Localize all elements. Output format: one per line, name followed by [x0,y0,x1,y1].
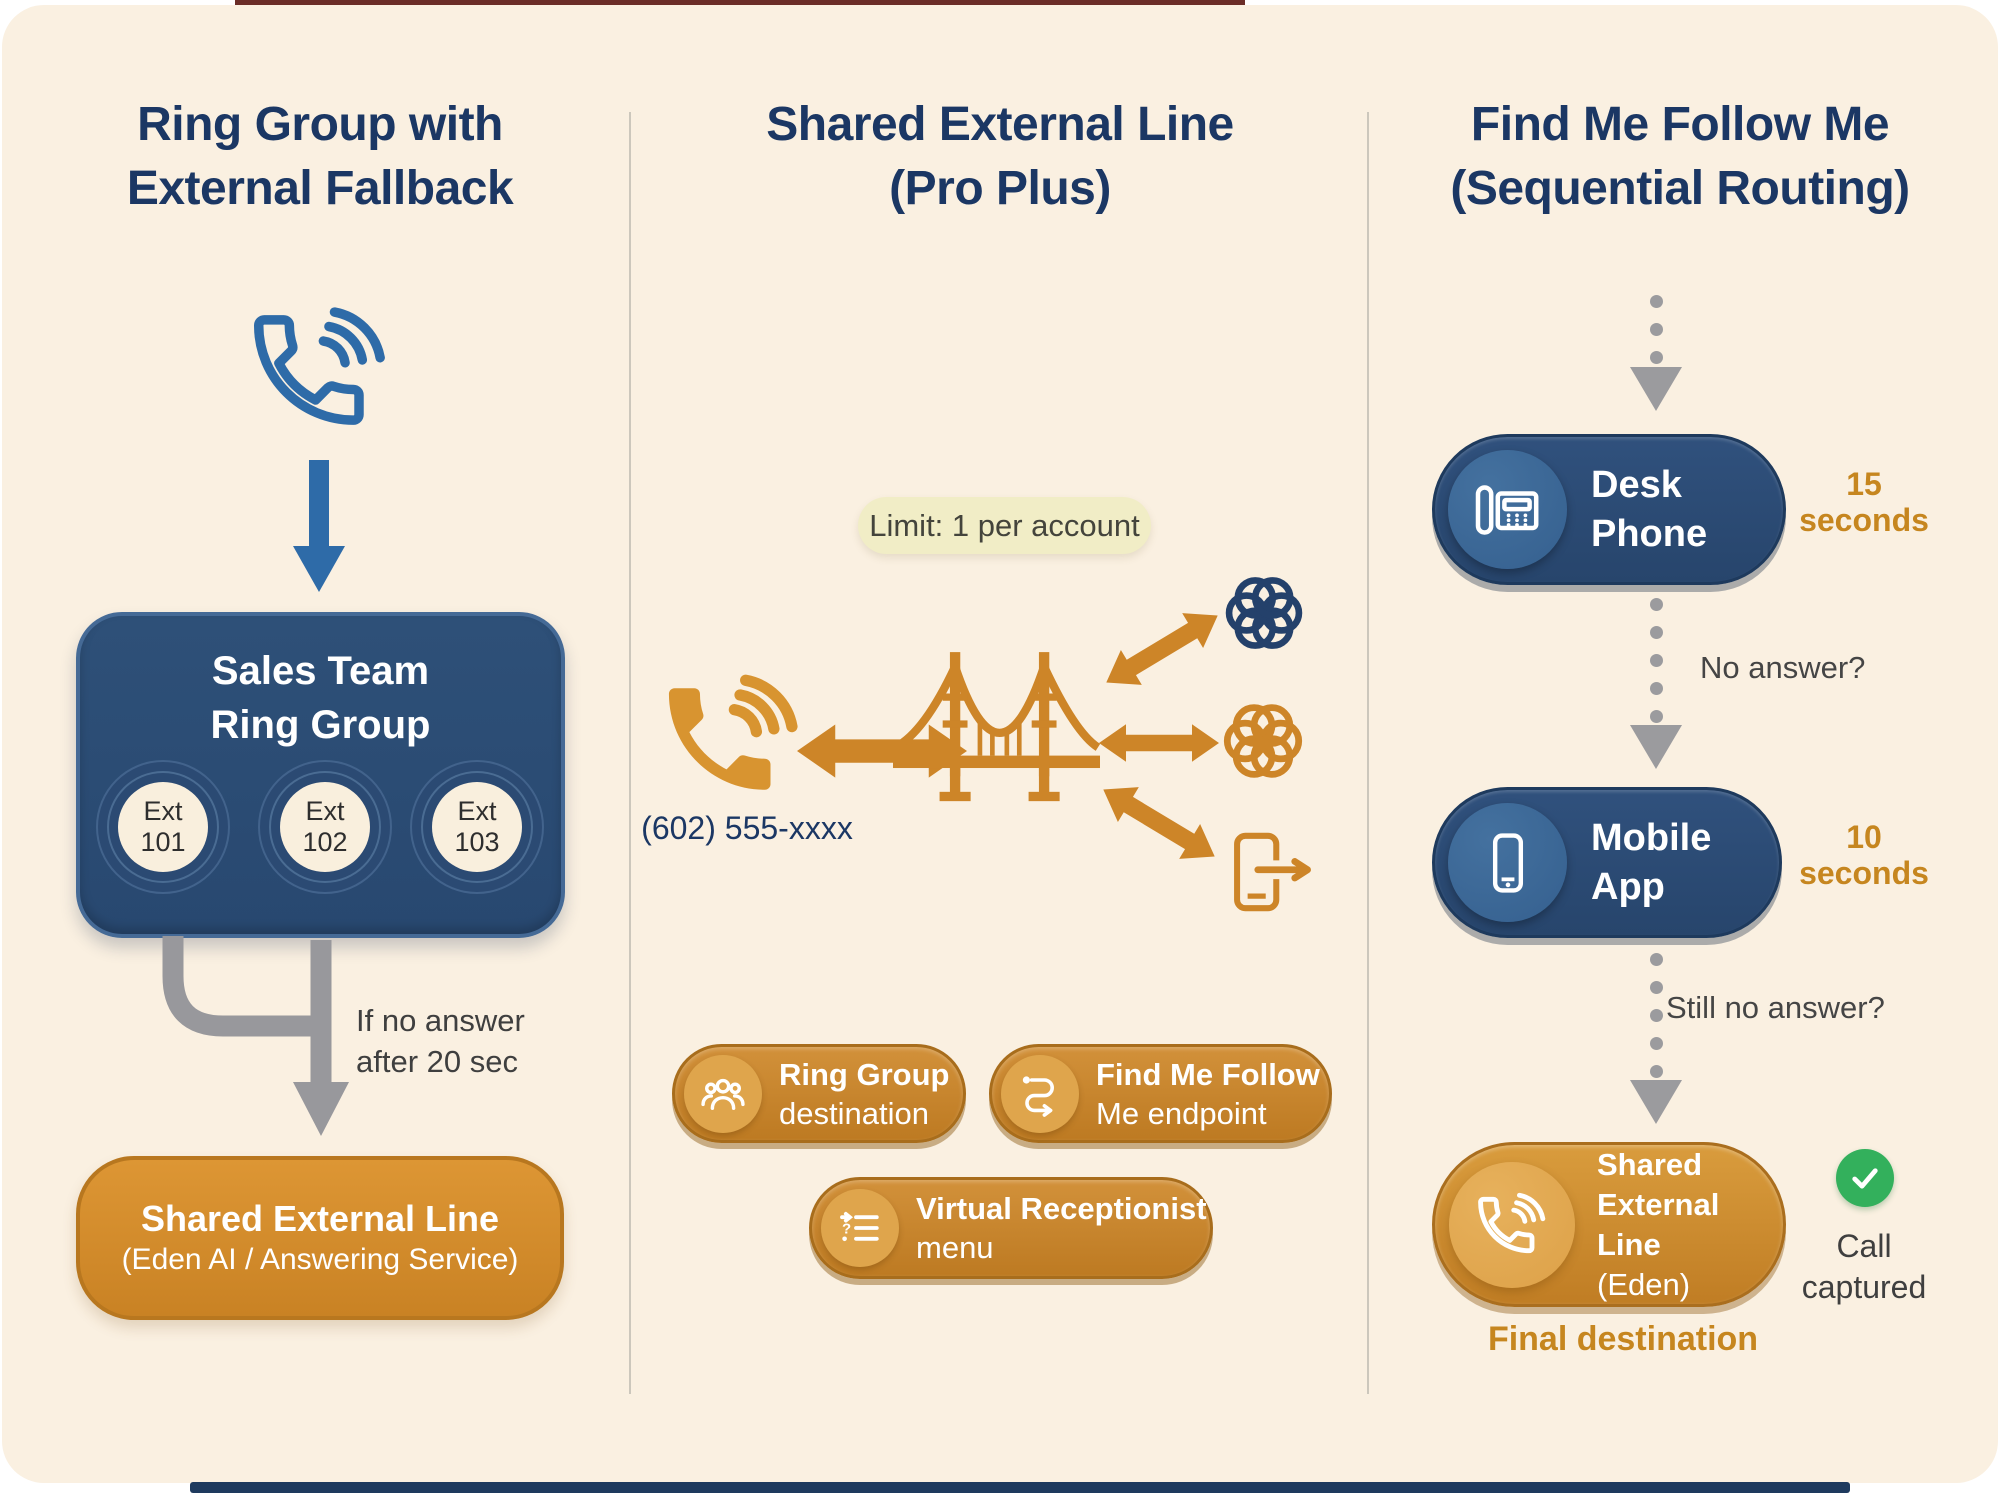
down-arrow-gray-2 [1630,725,1682,769]
middle-column-title: Shared External Line (Pro Plus) [690,93,1310,221]
dotted-connector-2 [1650,598,1663,723]
bidirectional-arrow-up [1106,613,1218,685]
dotted-connector-1 [1650,295,1663,364]
ext-label: Ext [305,796,345,826]
extension-102: Ext 102 [280,782,370,872]
no-answer-label: No answer? [1700,650,1866,685]
external-phone-number: (602) 555-xxxx [622,810,872,847]
ext-number: 101 [140,827,186,857]
column-divider-right [1367,112,1369,1394]
phone-forward-icon [1234,832,1315,912]
ring-group-destination-logo-icon [1225,577,1303,649]
duration-unit: seconds [1799,502,1929,538]
ext-number: 103 [454,827,500,857]
ext-label: Ext [143,796,183,826]
menu-list-icon: ? [821,1189,899,1267]
ring-group-box: Sales Team Ring Group Ext 101 Ext 102 Ex… [76,612,565,938]
down-arrow-gray-1 [1630,367,1682,411]
fallback-note-line2: after 20 sec [356,1044,518,1079]
bottom-edge-strip [190,1482,1850,1493]
duration-value: 15 [1846,466,1882,502]
duration-value: 10 [1846,819,1882,855]
mobile-phone-icon [1448,803,1567,922]
still-no-answer-label: Still no answer? [1666,990,1885,1025]
column-divider-left [629,112,631,1394]
fallback-box-title: Shared External Line [140,1198,500,1239]
limit-badge: Limit: 1 per account [858,497,1151,554]
middle-title-line2: (Pro Plus) [889,162,1111,215]
pill-label-line2: Me endpoint [1096,1095,1267,1131]
left-title-line2: External Fallback [126,162,514,215]
mobile-app-duration: 10 seconds [1790,819,1938,891]
left-column-title: Ring Group with External Fallback [20,93,620,221]
pill-label-line1: Virtual Receptionist [916,1191,1207,1226]
findme-destination-logo-icon [1223,704,1303,778]
step-label-line2: App [1591,865,1665,908]
call-captured-label: Call captured [1788,1226,1940,1308]
dotted-connector-3 [1650,953,1663,1078]
limit-badge-text: Limit: 1 per account [869,507,1140,543]
call-captured-line2: captured [1801,1269,1927,1305]
incoming-call-icon [253,307,385,425]
svg-text:?: ? [842,1221,851,1238]
middle-title-line1: Shared External Line [766,98,1234,151]
final-pill-label: Shared External Line (Eden) [1597,1145,1783,1305]
ext-number: 102 [302,827,348,857]
final-pill-line2: External Line [1597,1186,1720,1262]
ext-label: Ext [457,796,497,826]
step-label: Mobile App [1591,814,1711,912]
handset-waves-icon [1449,1161,1575,1288]
bidirectional-arrow-phone-bridge [797,724,967,778]
extension-103: Ext 103 [432,782,522,872]
down-arrow-blue [293,460,345,592]
final-pill-line1: Shared [1597,1146,1703,1182]
right-title-line2: (Sequential Routing) [1450,162,1910,215]
fallback-note-line1: If no answer [356,1003,525,1038]
bridge-icon [893,652,1100,802]
right-title-line1: Find Me Follow Me [1470,98,1890,151]
fallback-note: If no answer after 20 sec [356,1000,525,1082]
ring-group-title-line2: Ring Group [210,703,431,747]
right-column-title: Find Me Follow Me (Sequential Routing) [1375,93,1985,221]
desk-phone-step: Desk Phone [1432,434,1786,585]
group-icon [684,1054,762,1133]
top-edge-strip [235,0,1245,5]
extension-101: Ext 101 [118,782,208,872]
shared-external-line-box: Shared External Line (Eden AI / Answerin… [76,1156,564,1320]
shared-external-line-step: Shared External Line (Eden) [1432,1142,1786,1307]
pill-label: Find Me Follow Me endpoint [1096,1055,1320,1133]
down-arrow-gray-3 [1630,1080,1682,1124]
step-label-line1: Desk [1591,463,1682,506]
ring-group-title-line1: Sales Team [211,649,430,693]
final-destination-label: Final destination [1487,1320,1759,1358]
pill-label: Virtual Receptionist menu [916,1189,1207,1267]
step-label-line2: Phone [1591,512,1708,555]
pill-label-line1: Find Me Follow [1096,1056,1320,1092]
pill-label-line2: menu [916,1230,994,1265]
route-icon [1001,1054,1079,1133]
find-me-follow-me-pill: Find Me Follow Me endpoint [989,1044,1332,1143]
virtual-receptionist-pill: ? Virtual Receptionist menu [809,1177,1213,1279]
external-phone-icon [668,674,798,790]
bidirectional-arrow-middle [1099,724,1219,762]
pill-label-line2: destination [779,1095,929,1131]
left-title-line1: Ring Group with [137,98,503,151]
step-label: Desk Phone [1591,461,1707,559]
mobile-app-step: Mobile App [1432,787,1782,938]
call-captured-line1: Call [1836,1228,1892,1264]
desk-phone-duration: 15 seconds [1790,466,1938,538]
phone-number-text: (602) 555-xxxx [641,810,853,846]
fallback-box-subtitle: (Eden AI / Answering Service) [121,1243,519,1276]
final-pill-line3: (Eden) [1597,1266,1691,1302]
ring-group-destination-pill: Ring Group destination [672,1044,966,1143]
call-captured-check-icon [1836,1149,1894,1207]
bidirectional-arrow-down [1103,787,1215,859]
step-label-line1: Mobile [1591,816,1712,859]
ring-group-box-title: Sales Team Ring Group [80,644,561,752]
pill-label-line1: Ring Group [779,1056,950,1092]
pill-label: Ring Group destination [779,1055,949,1133]
duration-unit: seconds [1799,855,1929,891]
desk-phone-icon [1448,450,1567,569]
fallback-fork-arrow [162,936,349,1136]
